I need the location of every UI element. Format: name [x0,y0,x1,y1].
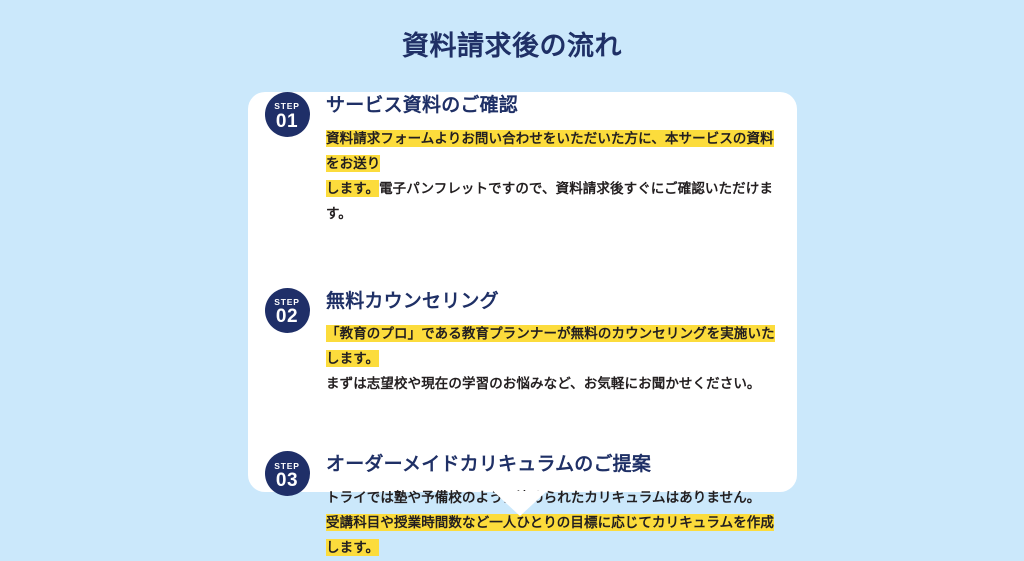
step-body: 無料カウンセリング 「教育のプロ」である教育プランナーが無料のカウンセリングを実… [326,288,797,452]
step-text-line: まずは志望校や現在の学習のお悩みなど、お気軽にお聞かせください。 [326,372,783,397]
step-description-01: 資料請求フォームよりお問い合わせをいただいた方に、本サービスの資料をお送り しま… [326,127,783,227]
highlighted-text: 受講科目や授業時間数など一人ひとりの目標に応じてカリキュラムを作成します。 [326,514,774,556]
step-description-03: トライでは塾や予備校のように決められたカリキュラムはありません。 受講科目や授業… [326,486,783,561]
step-spacer [326,397,783,451]
step-item-01: STEP 01 サービス資料のご確認 資料請求フォームよりお問い合わせをいただい… [248,92,797,288]
step-heading-01: サービス資料のご確認 [326,95,519,116]
step-rail: STEP 03 [248,451,326,497]
step-text-line: 「教育のプロ」である教育プランナーが無料のカウンセリングを実施いたします。 [326,322,783,372]
step-text-line: トライでは塾や予備校のように決められたカリキュラムはありません。 [326,486,783,511]
step-badge-number: 03 [275,470,299,492]
step-item-02: STEP 02 無料カウンセリング 「教育のプロ」である教育プランナーが無料のカ… [248,287,797,452]
card-pointer-triangle [493,491,547,516]
steps-list: STEP 01 サービス資料のご確認 資料請求フォームよりお問い合わせをいただい… [248,92,797,561]
step-badge-number: 01 [275,110,299,132]
step-rail: STEP 02 [248,287,326,333]
step-text-line: します。電子パンフレットですので、資料請求後すぐにご確認いただけます。 [326,177,783,227]
step-description-02: 「教育のプロ」である教育プランナーが無料のカウンセリングを実施いたします。 まず… [326,322,783,397]
page-root: { "page": { "title": "資料請求後の流れ", "backgr… [248,31,797,556]
highlighted-text: 資料請求フォームよりお問い合わせをいただいた方に、本サービスの資料をお送り [326,129,774,172]
step-badge-label: STEP [274,296,300,307]
step-text-line: 受講科目や授業時間数など一人ひとりの目標に応じてカリキュラムを作成します。 [326,511,783,561]
step-body: オーダーメイドカリキュラムのご提案 トライでは塾や予備校のように決められたカリキ… [326,451,797,561]
steps-card: STEP 01 サービス資料のご確認 資料請求フォームよりお問い合わせをいただい… [248,92,797,556]
plain-text: まずは志望校や現在の学習のお悩みなど、お気軽にお聞かせください。 [326,376,761,392]
plain-text: 電子パンフレットですので、資料請求後すぐにご確認いただけます。 [326,180,773,221]
step-badge-02: STEP 02 [264,287,310,333]
step-heading-02: 無料カウンセリング [326,290,499,312]
highlighted-text: 「教育のプロ」である教育プランナーが無料のカウンセリングを実施いたします。 [326,325,775,368]
step-heading-03: オーダーメイドカリキュラムのご提案 [326,454,652,476]
step-spacer [326,227,783,288]
highlighted-text: します。 [326,179,380,197]
step-rail: STEP 01 [248,92,326,137]
page-title: 資料請求後の流れ [402,31,622,61]
step-text-line: 資料請求フォームよりお問い合わせをいただいた方に、本サービスの資料をお送り [326,127,783,177]
step-badge-01: STEP 01 [264,92,310,137]
step-badge-label: STEP [274,460,300,471]
step-body: サービス資料のご確認 資料請求フォームよりお問い合わせをいただいた方に、本サービ… [326,92,797,288]
step-badge-label: STEP [274,101,300,112]
step-badge-number: 02 [275,306,299,328]
step-badge-03: STEP 03 [264,451,310,497]
